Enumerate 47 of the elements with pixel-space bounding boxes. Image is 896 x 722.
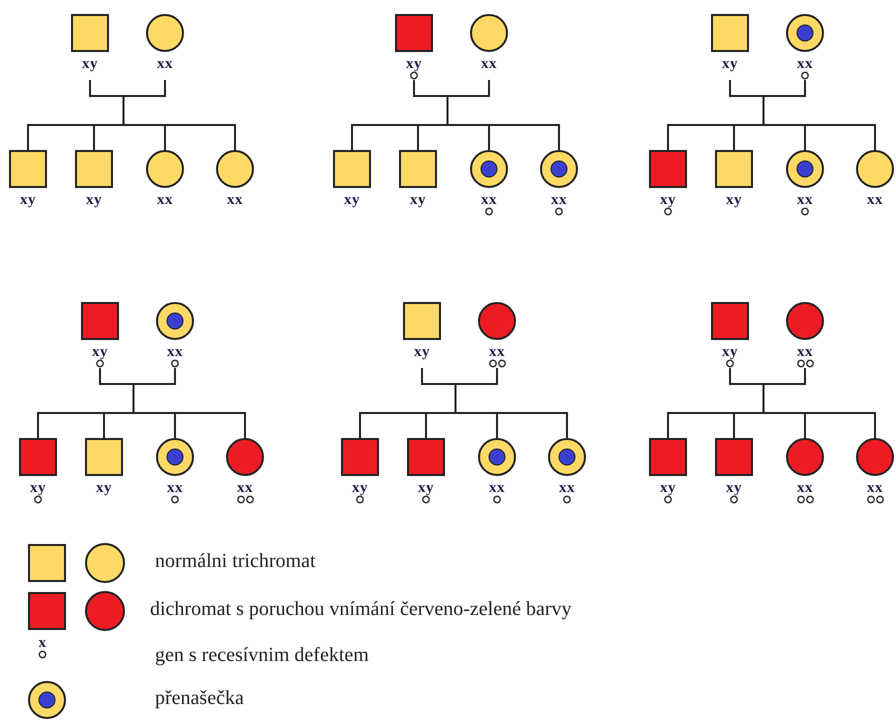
genotype-label: xy [410, 194, 426, 207]
genotype-label: xy [30, 482, 46, 495]
gene-symbol: x [38, 637, 46, 650]
genotype-label: xy [86, 194, 102, 207]
genotype-label: xx [489, 482, 505, 495]
genotype-label: xy [722, 346, 738, 359]
genotype-label: xx [797, 482, 813, 495]
genotype-label: xy [726, 482, 742, 495]
pedigree-line [132, 368, 246, 438]
genotype-label: xy [414, 346, 430, 359]
pedigree-line [446, 80, 560, 150]
genotype-label: xx [227, 194, 243, 207]
genotype-label: xx [237, 482, 253, 495]
genotype-label: xx [489, 346, 505, 359]
legend-text: normálni trichromat [155, 550, 316, 573]
genotype-label: xy [722, 58, 738, 71]
genotype-label: xx [559, 482, 575, 495]
genotype-label: xy [96, 482, 112, 495]
genotype-label: xy [352, 482, 368, 495]
legend-text: gen s recesívnim defektem [155, 644, 369, 667]
genotype-label: xx [167, 346, 183, 359]
genotype-label: xx [797, 58, 813, 71]
genotype-label: xy [406, 58, 422, 71]
genotype-label: xx [481, 58, 497, 71]
genotype-label: xx [797, 194, 813, 207]
genotype-label: xy [82, 58, 98, 71]
genotype-label: xx [157, 194, 173, 207]
genotype-label: xx [867, 194, 883, 207]
genotype-label: xx [551, 194, 567, 207]
legend-text: dichromat s poruchou vnímání červeno-zelené barvy [150, 598, 572, 621]
genotype-label: xy [726, 194, 742, 207]
genotype-label: xy [20, 194, 36, 207]
genotype-label: xy [344, 194, 360, 207]
genotype-label: xx [167, 482, 183, 495]
legend-text: přenašečka [155, 687, 244, 710]
genotype-label: xy [660, 482, 676, 495]
genotype-label: xx [867, 482, 883, 495]
genotype-label: xy [418, 482, 434, 495]
genotype-label: xx [481, 194, 497, 207]
pedigree-line [762, 80, 876, 150]
genotype-label: xy [660, 194, 676, 207]
genotype-label: xx [797, 346, 813, 359]
pedigree-line [454, 368, 568, 438]
pedigree-line [762, 368, 876, 438]
genotype-label: xy [92, 346, 108, 359]
pedigree-line [122, 80, 236, 150]
genotype-label: xx [157, 58, 173, 71]
